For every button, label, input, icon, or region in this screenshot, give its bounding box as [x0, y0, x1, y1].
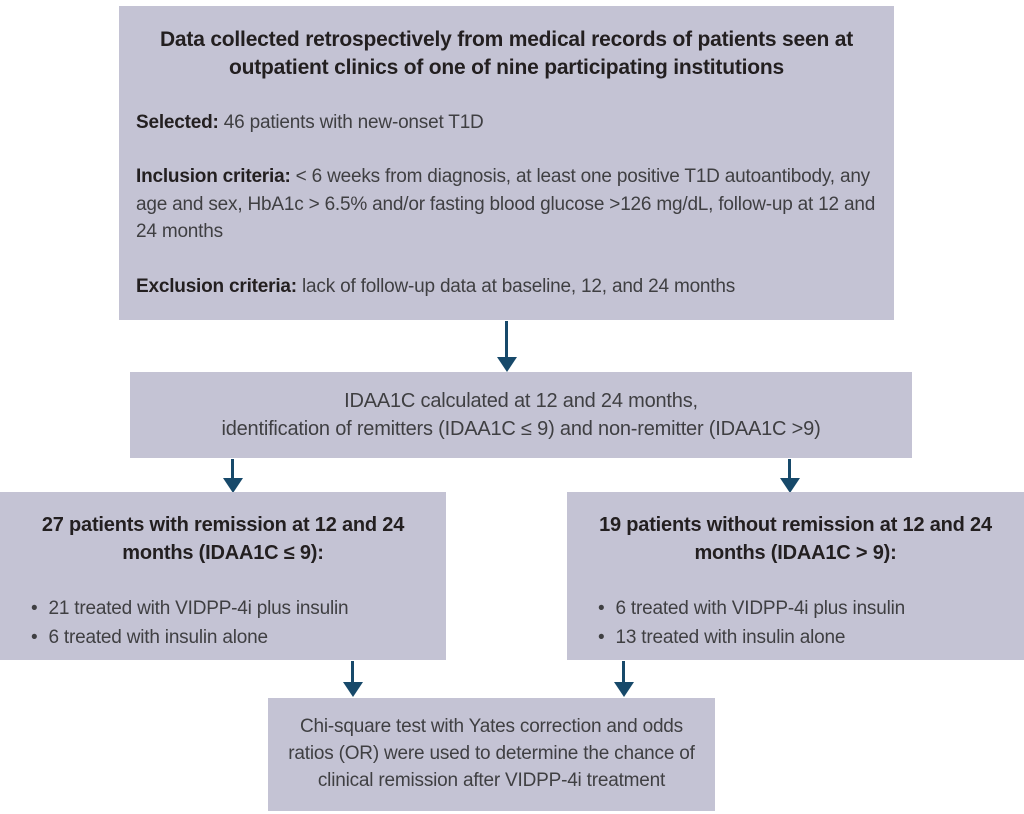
idaa1c-box: IDAA1C calculated at 12 and 24 months, i…: [130, 372, 912, 458]
exclusion-text: lack of follow-up data at baseline, 12, …: [302, 275, 736, 297]
remission-bullet-list: • 21 treated with VIDPP-4i plus insulin …: [18, 595, 428, 652]
list-item: • 21 treated with VIDPP-4i plus insulin: [31, 595, 428, 624]
list-item: • 6 treated with insulin alone: [31, 624, 428, 653]
remission-bullet-text: 21 treated with VIDPP-4i plus insulin: [48, 598, 349, 619]
down-arrow-remission-to-stats: [351, 661, 354, 682]
idaa1c-line1: IDAA1C calculated at 12 and 24 months,: [344, 390, 698, 412]
non-remission-title: 19 patients without remission at 12 and …: [599, 514, 992, 564]
data-collection-title: Data collected retrospectively from medi…: [159, 28, 854, 80]
down-arrow-top-to-idaa1c: [505, 321, 508, 357]
non-remission-bullet-text: 6 treated with VIDPP-4i plus insulin: [615, 598, 906, 619]
statistics-text: Chi-square test with Yates correction an…: [288, 716, 695, 791]
non-remission-bullet-text: 13 treated with insulin alone: [615, 626, 846, 648]
inclusion-label: Inclusion criteria:: [136, 166, 291, 188]
remission-title: 27 patients with remission at 12 and 24 …: [41, 514, 405, 564]
inclusion-line: Inclusion criteria: < 6 weeks from diagn…: [136, 163, 877, 246]
inclusion-text: < 6 weeks from diagnosis, at least one p…: [136, 166, 876, 243]
down-arrow-non-remission-to-stats: [622, 661, 625, 682]
idaa1c-line2: identification of remitters (IDAA1C ≤ 9)…: [221, 418, 821, 440]
bullet-icon: •: [31, 598, 38, 619]
list-item: • 6 treated with VIDPP-4i plus insulin: [598, 595, 1006, 624]
data-collection-box: Data collected retrospectively from medi…: [119, 6, 894, 320]
bullet-icon: •: [598, 598, 605, 619]
exclusion-label: Exclusion criteria:: [136, 275, 297, 297]
statistics-box: Chi-square test with Yates correction an…: [268, 698, 715, 811]
list-item: • 13 treated with insulin alone: [598, 624, 1006, 653]
bullet-icon: •: [598, 626, 605, 648]
down-arrow-idaa1c-to-remission: [231, 459, 234, 478]
selected-text: 46 patients with new-onset T1D: [223, 111, 484, 133]
down-arrow-idaa1c-to-non-remission: [788, 459, 791, 478]
selected-line: Selected: 46 patients with new-onset T1D: [136, 109, 877, 137]
remission-box: 27 patients with remission at 12 and 24 …: [0, 492, 446, 660]
bullet-icon: •: [31, 626, 38, 648]
selected-label: Selected:: [136, 111, 219, 133]
non-remission-bullet-list: • 6 treated with VIDPP-4i plus insulin •…: [585, 595, 1006, 652]
remission-bullet-text: 6 treated with insulin alone: [48, 626, 268, 648]
exclusion-line: Exclusion criteria: lack of follow-up da…: [136, 273, 877, 301]
non-remission-box: 19 patients without remission at 12 and …: [567, 492, 1024, 660]
